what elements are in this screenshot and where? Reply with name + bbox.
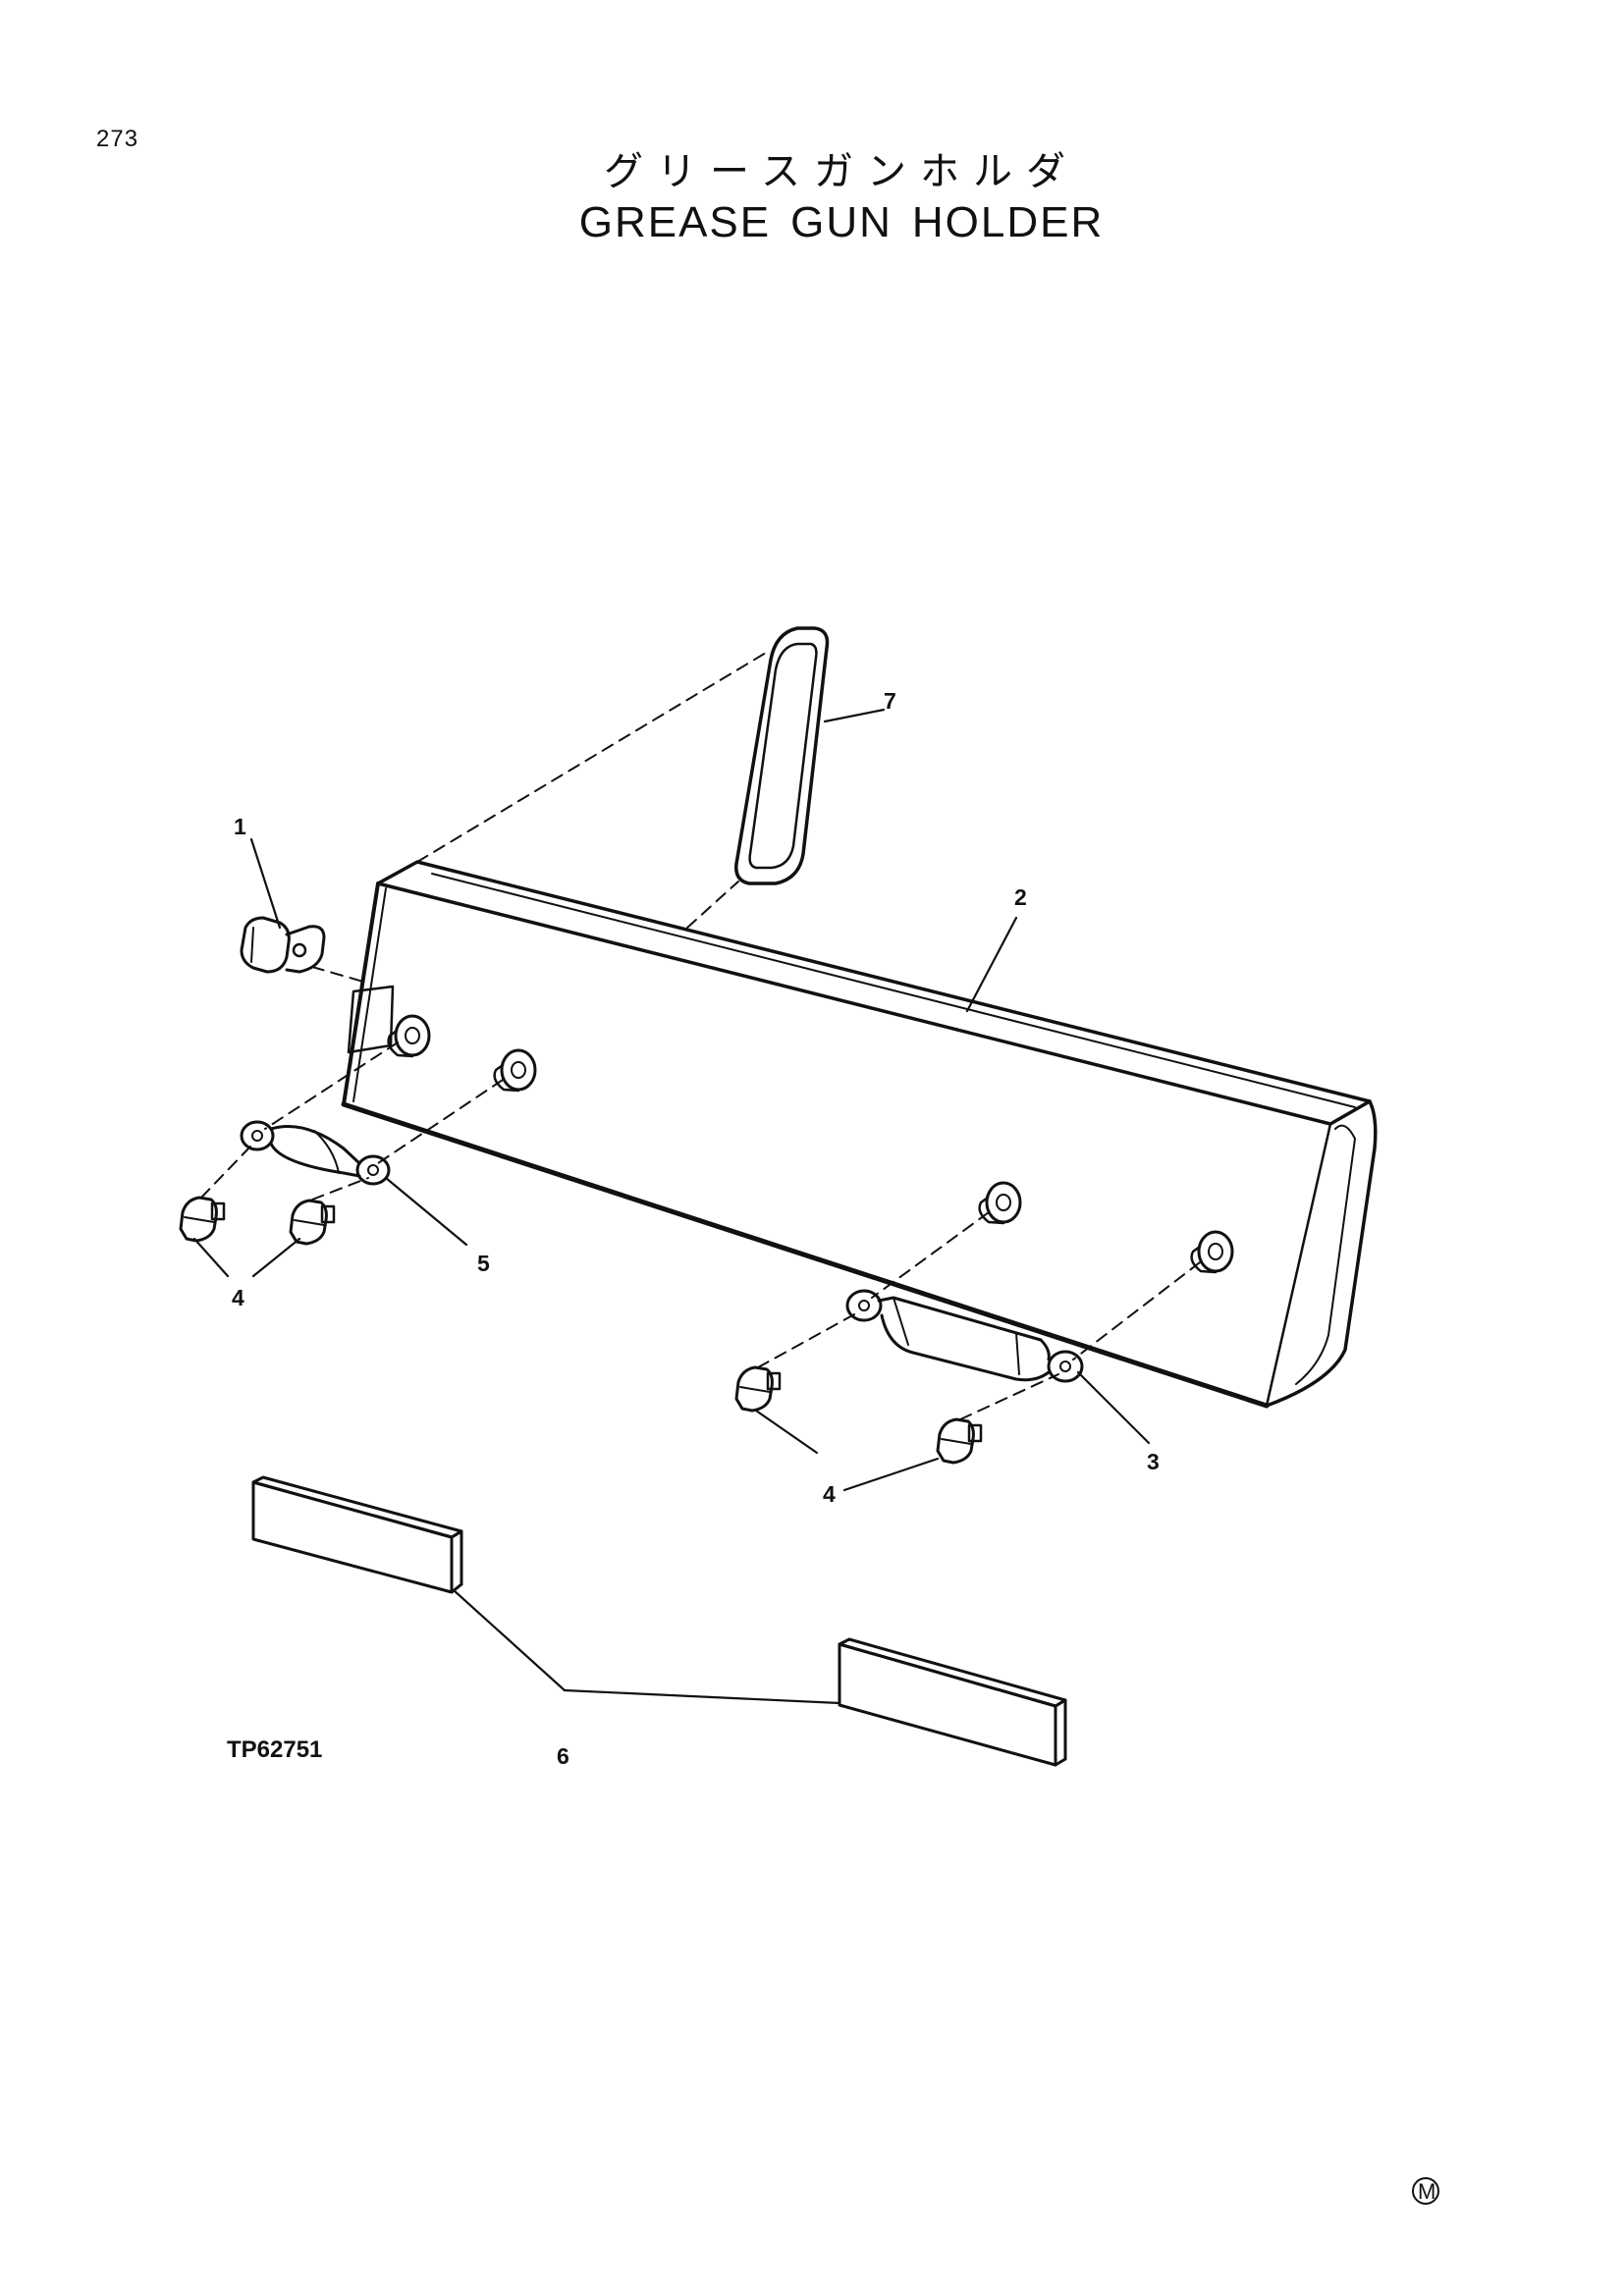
title-japanese: グリースガンホルダ: [604, 149, 1079, 194]
leader-lines: [192, 708, 1151, 1705]
callout-4-left: 4: [232, 1285, 244, 1310]
callout-7: 7: [884, 688, 896, 714]
gasket-frame: [734, 626, 830, 885]
title-word-2: GUN: [790, 198, 893, 246]
title-word-3: HOLDER: [911, 198, 1105, 246]
spacer-4: [1190, 1230, 1234, 1274]
callout-3: 3: [1147, 1449, 1160, 1474]
bolt-2: [289, 1199, 336, 1246]
assembly-lines: [200, 652, 1201, 1420]
trademark-letter: M: [1418, 2179, 1435, 2204]
spacer-2: [493, 1048, 537, 1093]
trademark-mark: M: [1412, 2177, 1439, 2205]
callout-1: 1: [234, 814, 246, 839]
callout-5: 5: [477, 1251, 490, 1276]
callout-6: 6: [557, 1743, 569, 1769]
pad-2: [838, 1637, 1067, 1767]
bolt-4: [936, 1417, 983, 1465]
callout-2: 2: [1014, 884, 1027, 910]
lock-part: [240, 916, 326, 974]
spacer-1: [387, 1014, 431, 1058]
handle-right: [845, 1289, 1084, 1383]
pad-1: [251, 1475, 463, 1594]
holder-box: [341, 860, 1378, 1409]
handle-left: [240, 1120, 391, 1186]
bolt-3: [734, 1365, 782, 1413]
title-english: GREASE GUN HOLDER: [0, 198, 1624, 247]
page-number: 273: [96, 126, 139, 152]
title-word-1: GREASE: [578, 198, 772, 246]
callout-4-right: 4: [823, 1481, 836, 1507]
bolt-1: [179, 1196, 226, 1243]
figure-code: TP62751: [227, 1736, 322, 1763]
spacer-3: [978, 1181, 1022, 1225]
